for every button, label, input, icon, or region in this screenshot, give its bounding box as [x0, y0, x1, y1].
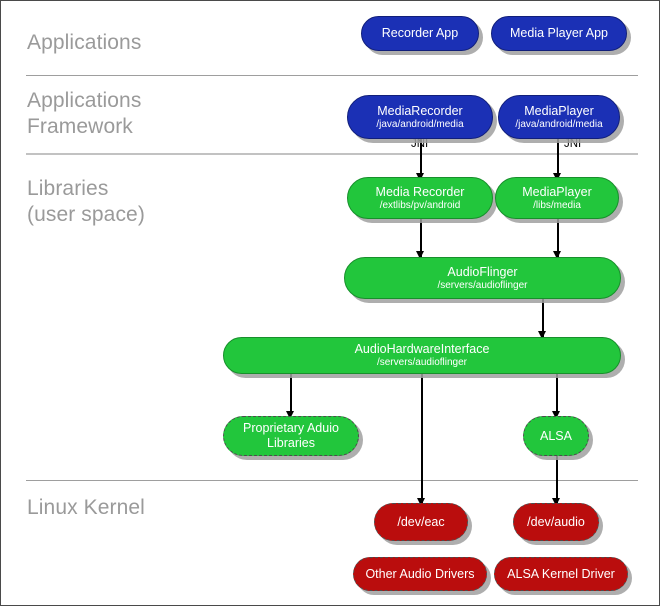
node-title: MediaPlayer: [522, 184, 592, 199]
node-recorder-app[interactable]: Recorder App: [361, 16, 479, 51]
node-alsa[interactable]: ALSA: [523, 416, 589, 456]
arrowhead-audioflinger-right: [553, 251, 561, 259]
node-title: /dev/audio: [527, 514, 585, 529]
node-title: /dev/eac: [397, 514, 445, 529]
node-media-player-app[interactable]: Media Player App: [491, 16, 627, 51]
layer-label-libraries: Libraries (user space): [27, 177, 145, 226]
node-alsa-kernel-driver[interactable]: ALSA Kernel Driver: [494, 557, 628, 591]
node-title: MediaRecorder: [377, 103, 463, 118]
layer-label-linux-kernel: Linux Kernel: [27, 496, 145, 519]
node-subtitle: /libs/media: [533, 199, 581, 211]
node-subtitle: /java/android/media: [376, 118, 464, 130]
node-title: Media Recorder: [375, 184, 465, 199]
node-subtitle: /servers/audioflinger: [376, 357, 468, 368]
node-subtitle: /servers/audioflinger: [437, 279, 528, 291]
node-title: Proprietary Aduio: [243, 421, 339, 435]
node-subtitle: /extlibs/pv/android: [379, 199, 461, 211]
layer-label-applications-framework: Applications Framework: [27, 89, 142, 138]
layer-label-applications: Applications: [27, 31, 142, 54]
connector-audioflinger-ahi: [542, 299, 544, 337]
node-title: Media Player App: [510, 26, 608, 40]
node-mediaplayer-lib[interactable]: MediaPlayer /libs/media: [495, 177, 619, 219]
arrowhead-alsa: [552, 411, 560, 419]
node-title: AudioFlinger: [447, 264, 518, 279]
node-mediaplayer-framework[interactable]: MediaPlayer /java/android/media: [498, 95, 620, 139]
connector-mediaplayer-audioflinger: [557, 219, 559, 257]
node-title: AudioHardwareInterface: [354, 342, 490, 356]
node-media-recorder-lib[interactable]: Media Recorder /extlibs/pv/android: [347, 177, 493, 219]
connector-mediaplayer-jni: [557, 139, 559, 177]
node-title: ALSA Kernel Driver: [507, 566, 615, 581]
node-mediarecorder-framework[interactable]: MediaRecorder /java/android/media: [347, 95, 493, 139]
divider-applications: [26, 75, 638, 76]
connector-label-jni-right: JNI: [564, 138, 582, 150]
connector-ahi-dev-eac: [421, 373, 423, 503]
node-subtitle: Libraries: [267, 436, 315, 450]
divider-kernel: [26, 480, 638, 481]
node-title: Other Audio Drivers: [365, 566, 475, 581]
connector-mediarecorder-audioflinger: [420, 219, 422, 257]
connector-label-jni-left: JNI: [411, 138, 429, 150]
arrowhead-dev-audio: [552, 498, 560, 506]
arrowhead-proprietary: [286, 411, 294, 419]
arrowhead-dev-eac: [417, 498, 425, 506]
node-proprietary-audio-libraries[interactable]: Proprietary Aduio Libraries: [223, 416, 359, 456]
node-other-audio-drivers[interactable]: Other Audio Drivers: [353, 557, 487, 591]
node-title: MediaPlayer: [524, 103, 594, 118]
connector-mediarecorder-jni: [420, 139, 422, 177]
node-title: ALSA: [540, 428, 572, 443]
connector-ahi-alsa: [556, 373, 558, 415]
node-dev-audio[interactable]: /dev/audio: [513, 503, 599, 541]
node-audioflinger[interactable]: AudioFlinger /servers/audioflinger: [344, 257, 621, 299]
node-audiohardwareinterface[interactable]: AudioHardwareInterface /servers/audiofli…: [223, 337, 621, 374]
arrowhead-audioflinger-left: [416, 251, 424, 259]
node-title: Recorder App: [381, 26, 459, 40]
node-dev-eac[interactable]: /dev/eac: [374, 503, 468, 541]
connector-ahi-proprietary: [290, 373, 292, 415]
node-subtitle: /java/android/media: [515, 118, 603, 130]
arrowhead-ahi: [538, 331, 546, 339]
divider-framework: [26, 153, 638, 155]
connector-alsa-dev-audio: [556, 456, 558, 503]
